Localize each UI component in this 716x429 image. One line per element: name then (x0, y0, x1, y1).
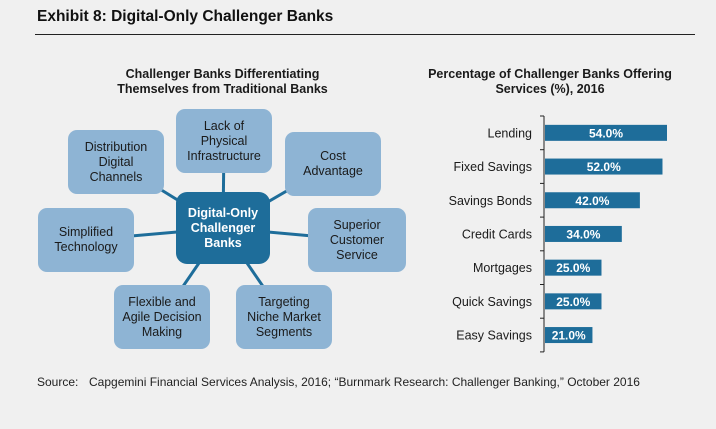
bar (545, 293, 602, 310)
node-flexible-agile-decision-making: Flexible and Agile Decision Making (114, 285, 210, 349)
category-label: Credit Cards (462, 227, 532, 241)
bar (545, 158, 663, 175)
node-label: Flexible and Agile Decision Making (122, 294, 202, 339)
source-text: Capgemini Financial Services Analysis, 2… (89, 375, 640, 389)
exhibit-title: Exhibit 8: Digital-Only Challenger Banks (37, 8, 334, 25)
category-label: Quick Savings (452, 295, 532, 309)
title-divider (35, 34, 695, 36)
bar-value-label: 54.0% (589, 126, 623, 140)
node-label: Targeting Niche Market Segments (247, 294, 321, 339)
category-label: Fixed Savings (453, 160, 532, 174)
bar (545, 259, 602, 276)
center-node-label: Digital-Only Challenger Banks (187, 205, 259, 250)
bar-value-label: 42.0% (575, 194, 609, 208)
node-label: Distribution Digital Channels (84, 139, 148, 184)
bar-value-label: 52.0% (587, 160, 621, 174)
bar (545, 192, 640, 209)
node-label: Simplified Technology (54, 225, 118, 254)
node-label: Superior Customer Service (329, 217, 385, 262)
node-targeting-niche-market-segments: Targeting Niche Market Segments (236, 285, 332, 349)
node-lack-of-physical-infrastructure: Lack of Physical Infrastructure (176, 109, 272, 173)
category-label: Easy Savings (456, 329, 532, 343)
bar-value-label: 25.0% (556, 261, 590, 275)
bar (545, 124, 667, 141)
category-label: Lending (488, 126, 533, 140)
node-cost-advantage: Cost Advantage (285, 132, 381, 196)
category-label: Savings Bonds (449, 194, 532, 208)
source-label: Source: (37, 375, 79, 389)
diagram-title-text: Challenger Banks Differentiating Themsel… (117, 67, 328, 96)
category-label: Mortgages (473, 261, 532, 275)
node-distribution-digital-channels: Distribution Digital Channels (68, 130, 164, 194)
bar (545, 225, 622, 242)
bar (545, 327, 593, 344)
center-node: Digital-Only Challenger Banks (176, 192, 270, 264)
node-simplified-technology: Simplified Technology (38, 208, 134, 272)
bar-value-label: 34.0% (566, 227, 600, 241)
node-label: Lack of Physical Infrastructure (187, 118, 261, 163)
chart-title-text: Percentage of Challenger Banks Offering … (428, 67, 672, 96)
diagram-title: Challenger Banks Differentiating Themsel… (60, 67, 385, 97)
chart-title: Percentage of Challenger Banks Offering … (400, 67, 700, 97)
bar-value-label: 21.0% (552, 329, 586, 343)
bar-value-label: 25.0% (556, 295, 590, 309)
node-superior-customer-service: Superior Customer Service (308, 208, 406, 272)
node-label: Cost Advantage (303, 149, 363, 178)
